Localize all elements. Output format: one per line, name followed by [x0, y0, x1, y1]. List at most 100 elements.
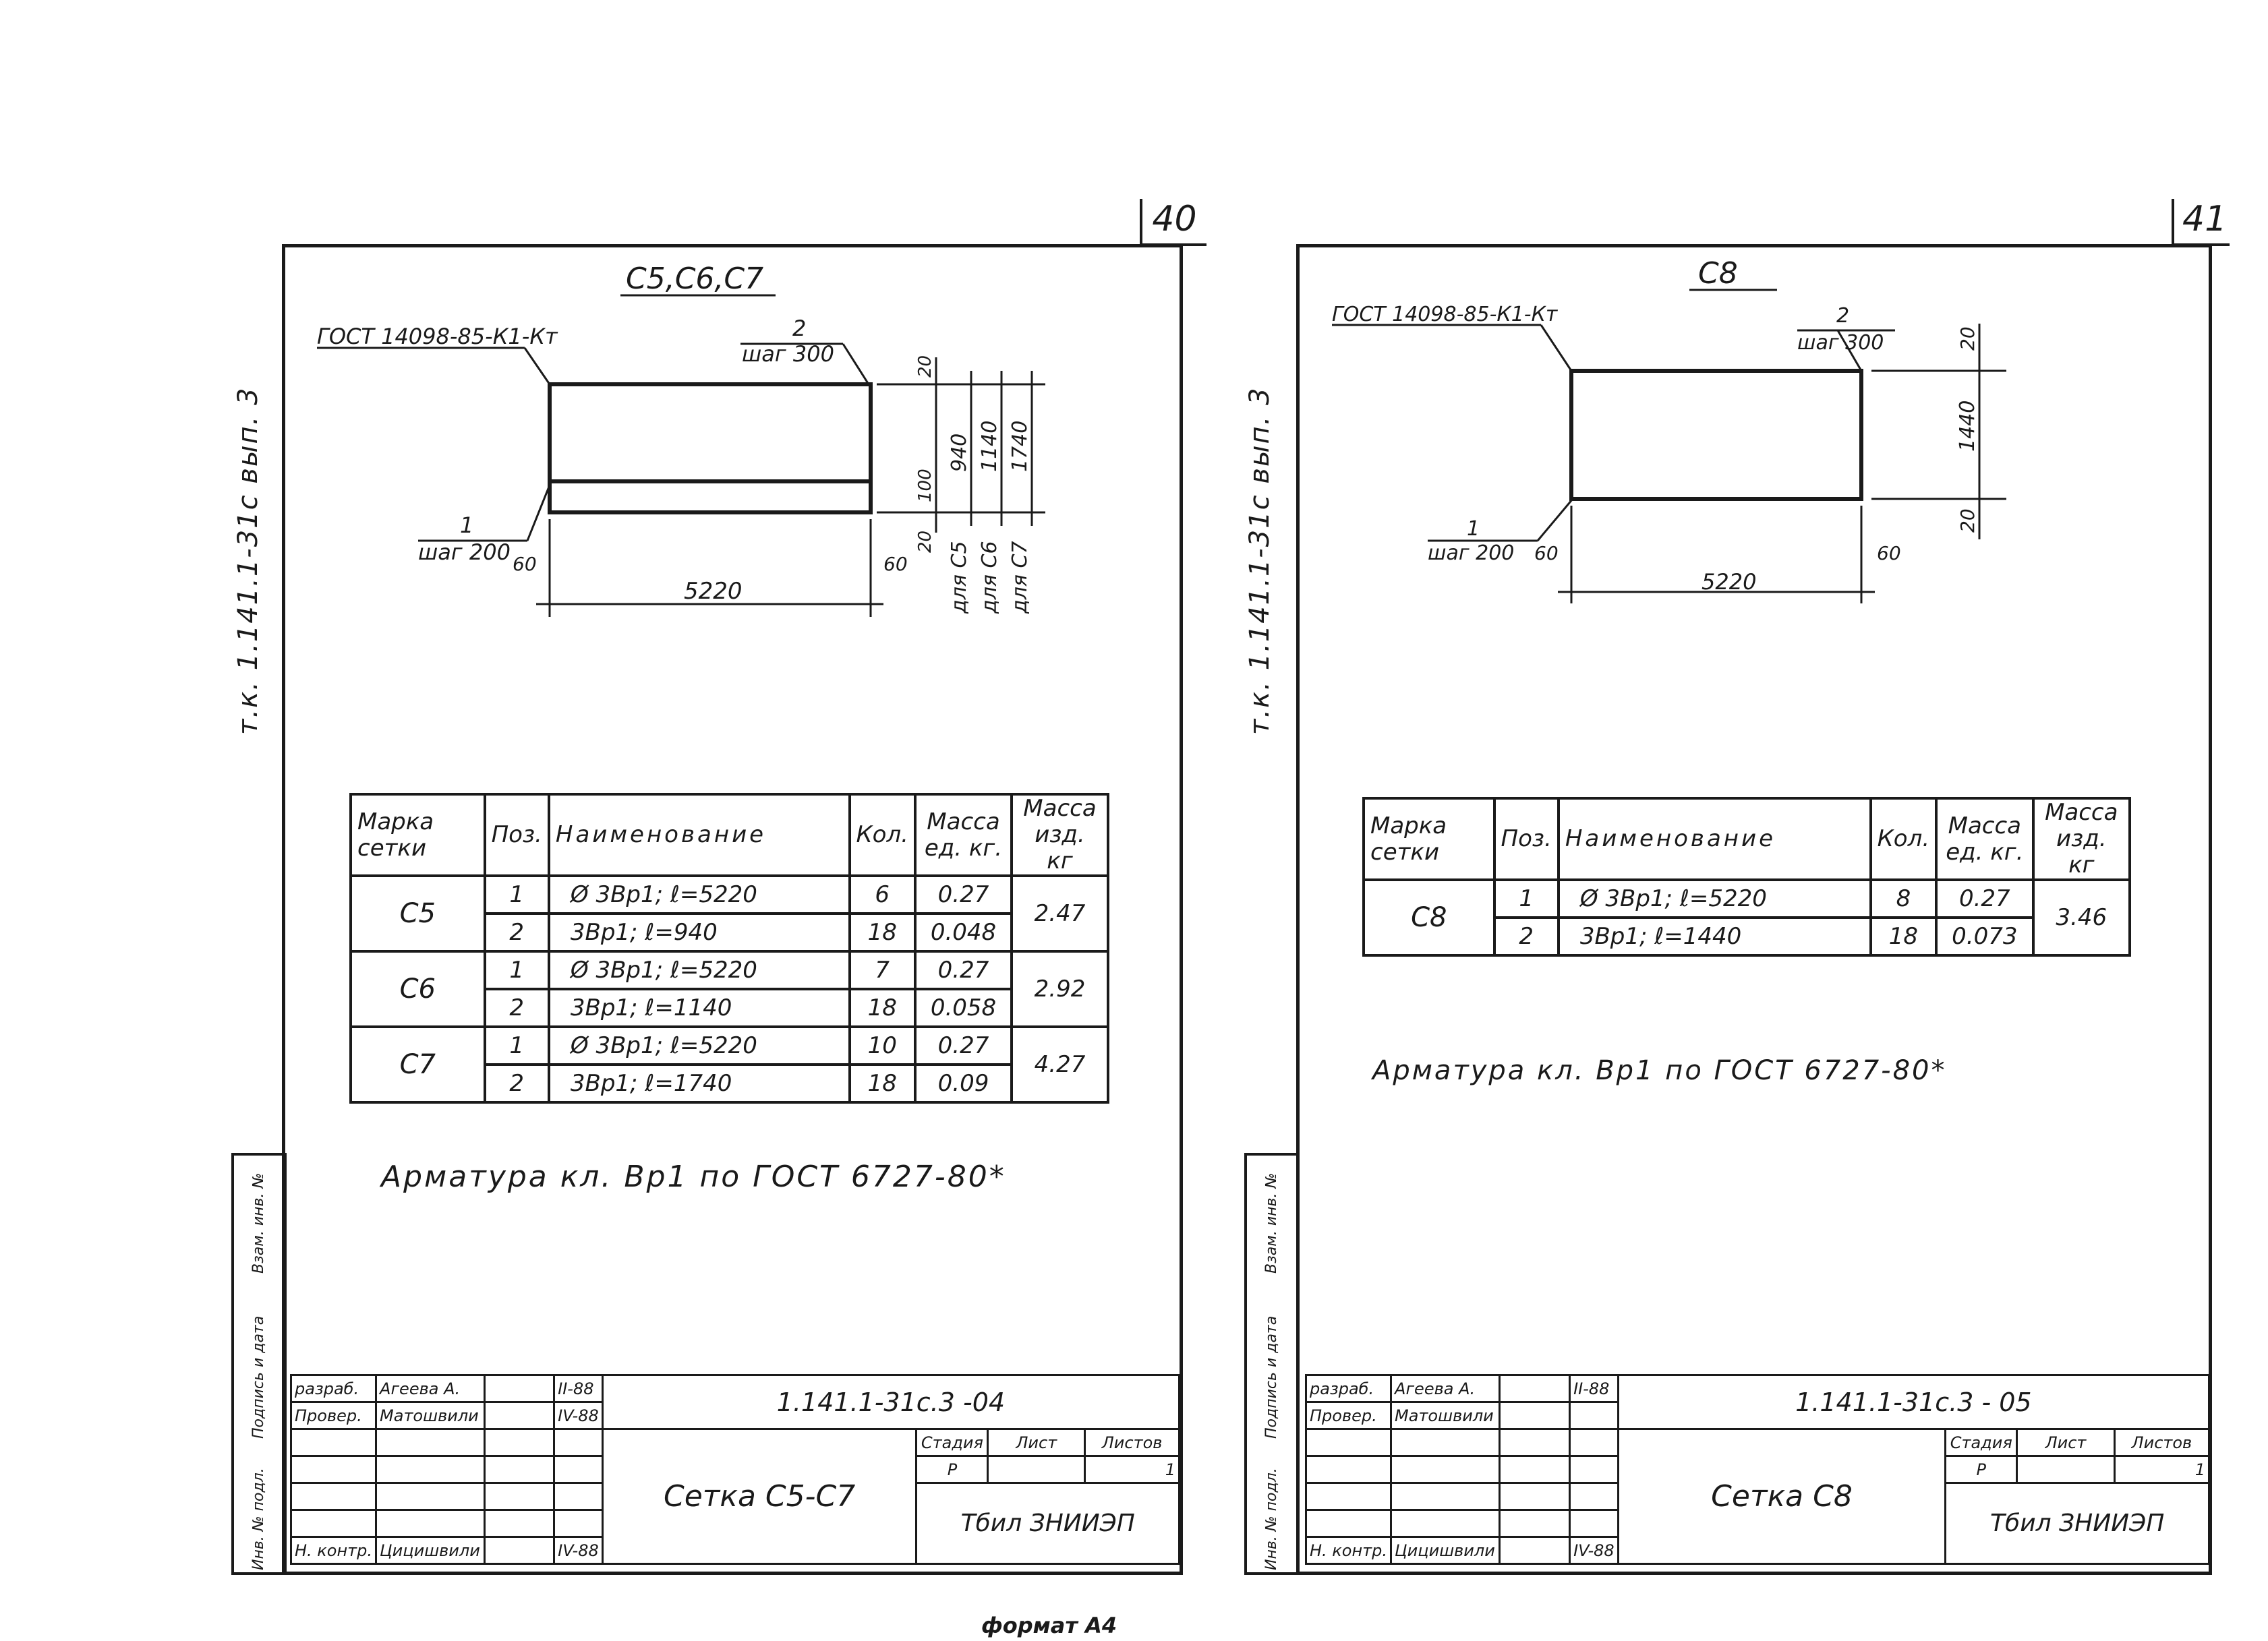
- dim-1440: 1440: [1956, 400, 1979, 452]
- cell-pos: 2: [1492, 916, 1560, 957]
- cell-mark: С8: [1362, 878, 1496, 957]
- dim-20-top: 20: [1956, 326, 1979, 351]
- series-label: т.к. 1.141.1-31с вып. 3: [233, 386, 264, 735]
- stamp-name: Агеева А.: [1390, 1374, 1501, 1403]
- stamp-role: Н. контр.: [1304, 1536, 1393, 1565]
- cell-qty: 18: [1869, 916, 1938, 957]
- cell-mark: С7: [349, 1025, 486, 1104]
- cell-pos: 1: [483, 874, 550, 916]
- sheets: 1: [2113, 1455, 2211, 1484]
- stamp-role: Провер.: [1304, 1401, 1393, 1430]
- col-mass-unit: Масса ед. кг.: [1935, 796, 2035, 882]
- drawing-title: С8: [1698, 256, 1738, 291]
- cell-name: 3Вр1; ℓ=1440: [1557, 916, 1872, 957]
- mesh-outline: [1569, 369, 1863, 501]
- stamp-signature: [1498, 1374, 1571, 1403]
- col-mass-item: Масса изд. кг: [2031, 796, 2132, 882]
- cell-name: Ø 3Вр1; ℓ=5220: [547, 950, 851, 991]
- cell-mass-unit: 0.073: [1935, 916, 2035, 957]
- h-sheets: Листов: [1084, 1428, 1180, 1457]
- stamp-date: IV-88: [553, 1401, 604, 1430]
- stamp-signature: [483, 1374, 556, 1403]
- sheet-name: Сетка С5-С7: [601, 1428, 918, 1565]
- cell-qty: 18: [848, 1063, 917, 1104]
- stamp-signature: [483, 1401, 556, 1430]
- gost-label: ГОСТ 14098-85-К1-Кт: [317, 324, 558, 349]
- side-vzam: Взам. инв. №: [250, 1172, 267, 1274]
- page-number-text: 40: [1152, 199, 1197, 239]
- pos2-step: шаг 300: [742, 341, 834, 367]
- cell-mass-unit: 0.09: [913, 1063, 1013, 1104]
- sheet-name: Сетка С8: [1617, 1428, 1947, 1565]
- dim-940: 940: [948, 434, 971, 472]
- dim-100: 100: [915, 469, 935, 502]
- col-mark: Марка сетки: [1362, 796, 1496, 882]
- page-number-text: 41: [2182, 199, 2228, 239]
- dim-60-right: 60: [1877, 542, 1901, 564]
- organization: Тбил ЗНИИЭП: [1944, 1482, 2210, 1565]
- mesh-outline: [548, 382, 873, 514]
- for-c7: для С7: [1008, 541, 1032, 614]
- cell-pos: 1: [1492, 878, 1560, 920]
- cell-mass-item: 3.46: [2031, 878, 2132, 957]
- dim-20-top: 20: [915, 355, 935, 378]
- cell-mass-item: 4.27: [1010, 1025, 1110, 1104]
- stamp-signature: [1498, 1401, 1571, 1430]
- stamp-signature: [483, 1536, 556, 1565]
- dim-length: 5220: [684, 578, 743, 605]
- dim-1140: 1140: [978, 421, 1001, 472]
- pos1-step: шаг 200: [1428, 541, 1514, 565]
- cell-pos: 2: [483, 988, 550, 1029]
- title-block: разраб. Агеева А. II-88 1.141.1-31с.3 - …: [1304, 1374, 2211, 1565]
- sheets: 1: [1084, 1455, 1180, 1484]
- doc-code: 1.141.1-31с.3 - 05: [1617, 1374, 2211, 1430]
- stamp-role: разраб.: [1304, 1374, 1393, 1403]
- stamp-role: Н. контр.: [289, 1536, 378, 1565]
- cell-mass-unit: 0.058: [913, 988, 1013, 1029]
- page-number: 41: [2172, 199, 2230, 246]
- cell-qty: 7: [848, 950, 917, 991]
- spec-table: Марка сетки Поз. Наименование Кол. Масса…: [349, 792, 1110, 1104]
- for-c6: для С6: [978, 541, 1001, 614]
- cell-name: Ø 3Вр1; ℓ=5220: [547, 874, 851, 916]
- stage: Р: [1944, 1455, 2018, 1484]
- side-inv: Инв. № подл.: [1263, 1468, 1280, 1570]
- col-mass-unit: Масса ед. кг.: [913, 792, 1013, 878]
- cell-mass-item: 2.47: [1010, 874, 1110, 953]
- side-inv: Инв. № подл.: [250, 1468, 267, 1570]
- col-qty: Кол.: [848, 792, 917, 878]
- col-name: Наименование: [547, 792, 851, 878]
- h-stage: Стадия: [1944, 1428, 2018, 1457]
- gost-label: ГОСТ 14098-85-К1-Кт: [1332, 303, 1559, 326]
- side-sign: Подпись и дата: [1263, 1315, 1280, 1439]
- stamp-role: Провер.: [289, 1401, 378, 1430]
- cell-pos: 1: [483, 1025, 550, 1067]
- pos2-number: 2: [1836, 304, 1849, 328]
- title-block: разраб. Агеева А. II-88 1.141.1-31с.3 -0…: [289, 1374, 1181, 1565]
- side-vzam: Взам. инв. №: [1263, 1172, 1280, 1274]
- cell-mass-item: 2.92: [1010, 950, 1110, 1029]
- dim-60-left: 60: [513, 553, 537, 575]
- stamp-date: IV-88: [553, 1536, 604, 1565]
- mesh-drawing: С8 ГОСТ 14098-85-К1-Кт 2 шаг 300 1 шаг 2…: [1332, 256, 2006, 603]
- cell-name: 3Вр1; ℓ=940: [547, 912, 851, 953]
- rebar-note: Арматура кл. Вр1 по ГОСТ 6727-80*: [381, 1160, 1006, 1194]
- cell-pos: 1: [483, 950, 550, 991]
- side-sign: Подпись и дата: [250, 1315, 267, 1439]
- h-sheet: Лист: [987, 1428, 1086, 1457]
- cell-mass-unit: 0.048: [913, 912, 1013, 953]
- stamp-date: II-88: [553, 1374, 604, 1403]
- col-pos: Поз.: [1492, 796, 1560, 882]
- pos1-step: шаг 200: [418, 539, 511, 565]
- stamp-date: II-88: [1569, 1374, 1619, 1403]
- cell-name: Ø 3Вр1; ℓ=5220: [547, 1025, 851, 1067]
- cell-pos: 2: [483, 1063, 550, 1104]
- dim-20-bottom: 20: [1956, 508, 1979, 533]
- cell-name: 3Вр1; ℓ=1740: [547, 1063, 851, 1104]
